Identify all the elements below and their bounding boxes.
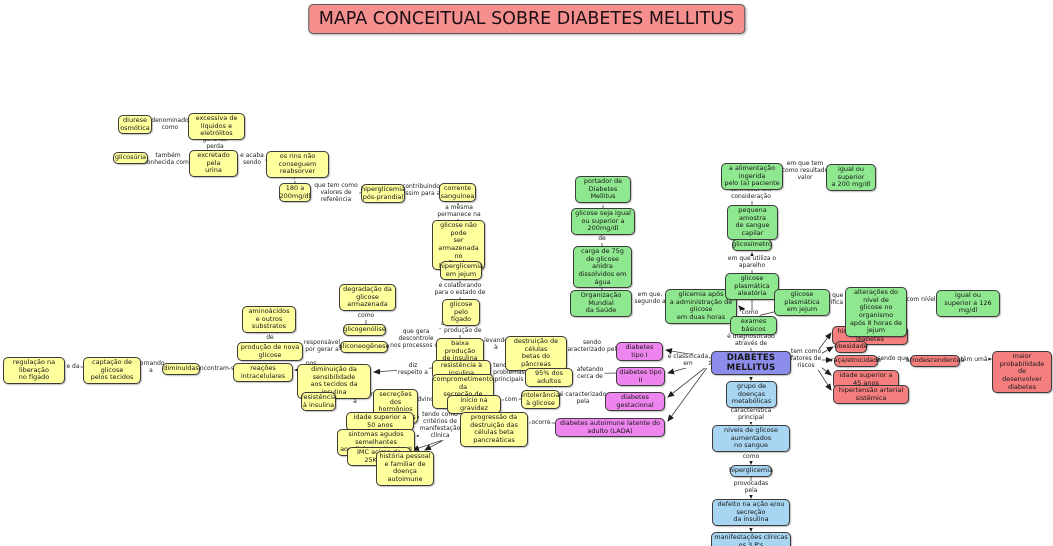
connector-line — [667, 364, 710, 422]
connector-line — [816, 332, 832, 353]
edge-label: que gera descontrole nos processos de — [389, 328, 443, 350]
edge-label: também conhecida como — [142, 152, 194, 167]
diabetes-mellitus-node[interactable]: DIABETES MELLITUS — [711, 351, 791, 376]
diabetes-tipo-2-node[interactable]: diabetes tipo II — [616, 367, 665, 387]
reacoes-intracelulares-node[interactable]: reações intracelulares — [233, 363, 293, 383]
edge-label: ocorre — [530, 419, 552, 427]
destruicao-celulas-betas-node[interactable]: destruição de células betas do pâncreas — [505, 336, 567, 371]
gliconeogenese-node[interactable]: gliconeogênese — [339, 341, 390, 353]
afrodescendentes-node[interactable]: afrodescendentes — [906, 355, 964, 367]
edge-label: contribuindo assim para a — [400, 183, 442, 198]
historia-pessoal-node[interactable]: história pessoal e familiar de doença au… — [376, 451, 434, 486]
edge-label: em que, segundo a — [633, 291, 667, 306]
igual-superior-200-node[interactable]: igual ou superior a 200 mg/dl — [826, 164, 876, 191]
edge-label: responsável por gerar a — [302, 339, 342, 354]
edge-label: sendo caracterizado pela — [563, 339, 621, 354]
niveis-glicose-aumentados-node[interactable]: níveis de glicose aumentados no sangue — [712, 425, 790, 452]
aminoacidos-node[interactable]: aminoácidos e outros substratos — [242, 306, 296, 333]
connector-line — [424, 440, 443, 451]
excessiva-liquidos-node[interactable]: excessiva de líquidos e eletrólitos — [188, 113, 245, 140]
hiperglicemia-em-jejum-node[interactable]: hiperglicemia em jejum — [439, 261, 483, 281]
connector-line — [816, 367, 832, 391]
edge-label: e colaborando para o estado de — [433, 282, 487, 297]
edge-label: é classificada em — [666, 353, 710, 368]
edge-label: em que utiliza o aparelho — [726, 255, 778, 270]
alimentacao-ingerida-node[interactable]: a alimentação ingerida pelo (a) paciente — [721, 163, 783, 190]
edge-label: tornando a — [136, 360, 166, 375]
maior-probabilidade-node[interactable]: maior probabilidade de desenvolver diabe… — [992, 351, 1052, 394]
corrente-sanguinea-node[interactable]: corrente sanguínea — [439, 183, 476, 203]
diabetes-lada-node[interactable]: diabetes autoimune latente do adulto (LA… — [555, 418, 665, 438]
resistencia-insulina-2-node[interactable]: resistência à insulina — [301, 392, 336, 412]
edge-label: tem como fatores de riscos — [789, 348, 823, 370]
glicosimetro-node[interactable]: glicosímetro — [732, 239, 772, 251]
grupo-doencas-metabolicas-node[interactable]: grupo de doenças metabólicas — [726, 381, 777, 408]
edge-label: e da — [65, 363, 81, 371]
glicose-pelo-figado-node[interactable]: glicose pelo fígado — [442, 299, 480, 326]
edge-label: a mesma permanece na — [436, 204, 482, 219]
glicose-plasmatica-jejum-node[interactable]: glicose plasmática em jejum — [774, 289, 830, 316]
edge-label: e acaba sendo — [239, 152, 265, 167]
hiperglicemia-pos-prandial-node[interactable]: hiperglicemia pós-prandial — [361, 184, 405, 204]
noventa-cinco-adultos-node[interactable]: 95% dos adultos — [525, 368, 573, 388]
edge-label: provocadas pela — [732, 480, 770, 495]
glicogenolise-node[interactable]: glicogenólise — [343, 324, 386, 336]
edge-label: com — [503, 396, 519, 404]
igual-superior-126-node[interactable]: igual ou superior a 126 mg/dl — [936, 290, 1000, 317]
edge-label: sendo que — [876, 355, 910, 363]
edge-label: encontram-se — [195, 365, 239, 373]
glicosuria-node[interactable]: glicosúria — [113, 152, 148, 164]
regulacao-liberacao-node[interactable]: regulação na liberação no fígado — [3, 357, 65, 384]
glicose-igual-200-node[interactable]: glicose seja igual ou superior a 200mg/d… — [571, 208, 635, 235]
edge-label: é caracterizado pela — [558, 391, 608, 406]
carga-75g-node[interactable]: carga de 75g de glicose anidra dissolvid… — [573, 246, 632, 289]
hipertensao-arterial-node[interactable]: hipertensão arterial sistêmica — [833, 385, 909, 405]
diurese-osmotica-node[interactable]: diurese osmótica — [118, 115, 152, 135]
edge-label: em que tem como resultado valor — [780, 160, 830, 182]
diminuidas-node[interactable]: diminuídas — [162, 363, 200, 375]
hiperglicemia-node[interactable]: hiperglicemia — [729, 465, 773, 477]
edge-label: têm uma — [959, 356, 989, 364]
progressao-destruicao-node[interactable]: progressão da destruição das células bet… — [460, 412, 528, 447]
pequena-amostra-node[interactable]: pequena amostra de sangue capilar — [727, 205, 778, 240]
edge-label: é diagnosticado através de — [726, 333, 776, 348]
diabetes-gestacional-node[interactable]: diabetes gestacional — [605, 392, 665, 412]
connector-line — [667, 362, 712, 398]
oms-node[interactable]: Organização Mundial da Saúde — [570, 290, 632, 317]
diabetes-tipo-1-node[interactable]: diabetes tipo I — [616, 342, 663, 362]
portador-diabetes-node[interactable]: portador de Diabetes Mellitus — [575, 176, 631, 203]
edge-label: que tem como valores de referência — [313, 182, 359, 204]
map-title: MAPA CONCEITUAL SOBRE DIABETES MELLITUS — [307, 4, 746, 34]
rins-nao-conseguem-node[interactable]: os rins não conseguem reabsorver — [266, 151, 329, 178]
degradacao-glicose-node[interactable]: degradação da glicose armazenada — [339, 284, 396, 311]
intolerancia-glicose-node[interactable]: intolerância à glicose — [521, 390, 560, 410]
defeito-acao-secrecao-node[interactable]: defeito na ação e/ou secreção da insulin… — [712, 499, 790, 526]
edge-label: afetando cerca de — [575, 366, 605, 381]
exames-basicos-node[interactable]: exames básicos — [730, 316, 777, 336]
edge-label: tendo como critérios de manifestação clí… — [418, 411, 462, 440]
producao-nova-glicose-node[interactable]: produção de nova glicose — [237, 342, 303, 362]
captacao-glicose-node[interactable]: captação de glicose pelos tecidos — [83, 357, 141, 384]
raca-etnicidade-node[interactable]: raça/etnicidade — [831, 355, 881, 367]
edge-label: denominado como — [150, 117, 190, 132]
manifestacoes-clinicas-node[interactable]: manifestações clínicas os 3 P's — [711, 532, 791, 546]
edge-label: diz respeito a — [397, 362, 429, 377]
obesidade-node[interactable]: obesidade — [834, 341, 868, 353]
edge-label: como — [740, 309, 760, 317]
valores-180-200-node[interactable]: 180 a 200mg/dl — [279, 183, 311, 203]
excretado-urina-node[interactable]: excretado pela urina — [189, 150, 238, 177]
alteracoes-nivel-node[interactable]: alterações do nível de glicose no organi… — [845, 287, 907, 337]
edge-label: com nível — [905, 296, 937, 304]
idade-superior-50-node[interactable]: idade superior a 50 anos — [346, 412, 414, 432]
glicose-plasmatica-aleatoria-node[interactable]: glicose plasmática aleatória — [725, 273, 779, 300]
